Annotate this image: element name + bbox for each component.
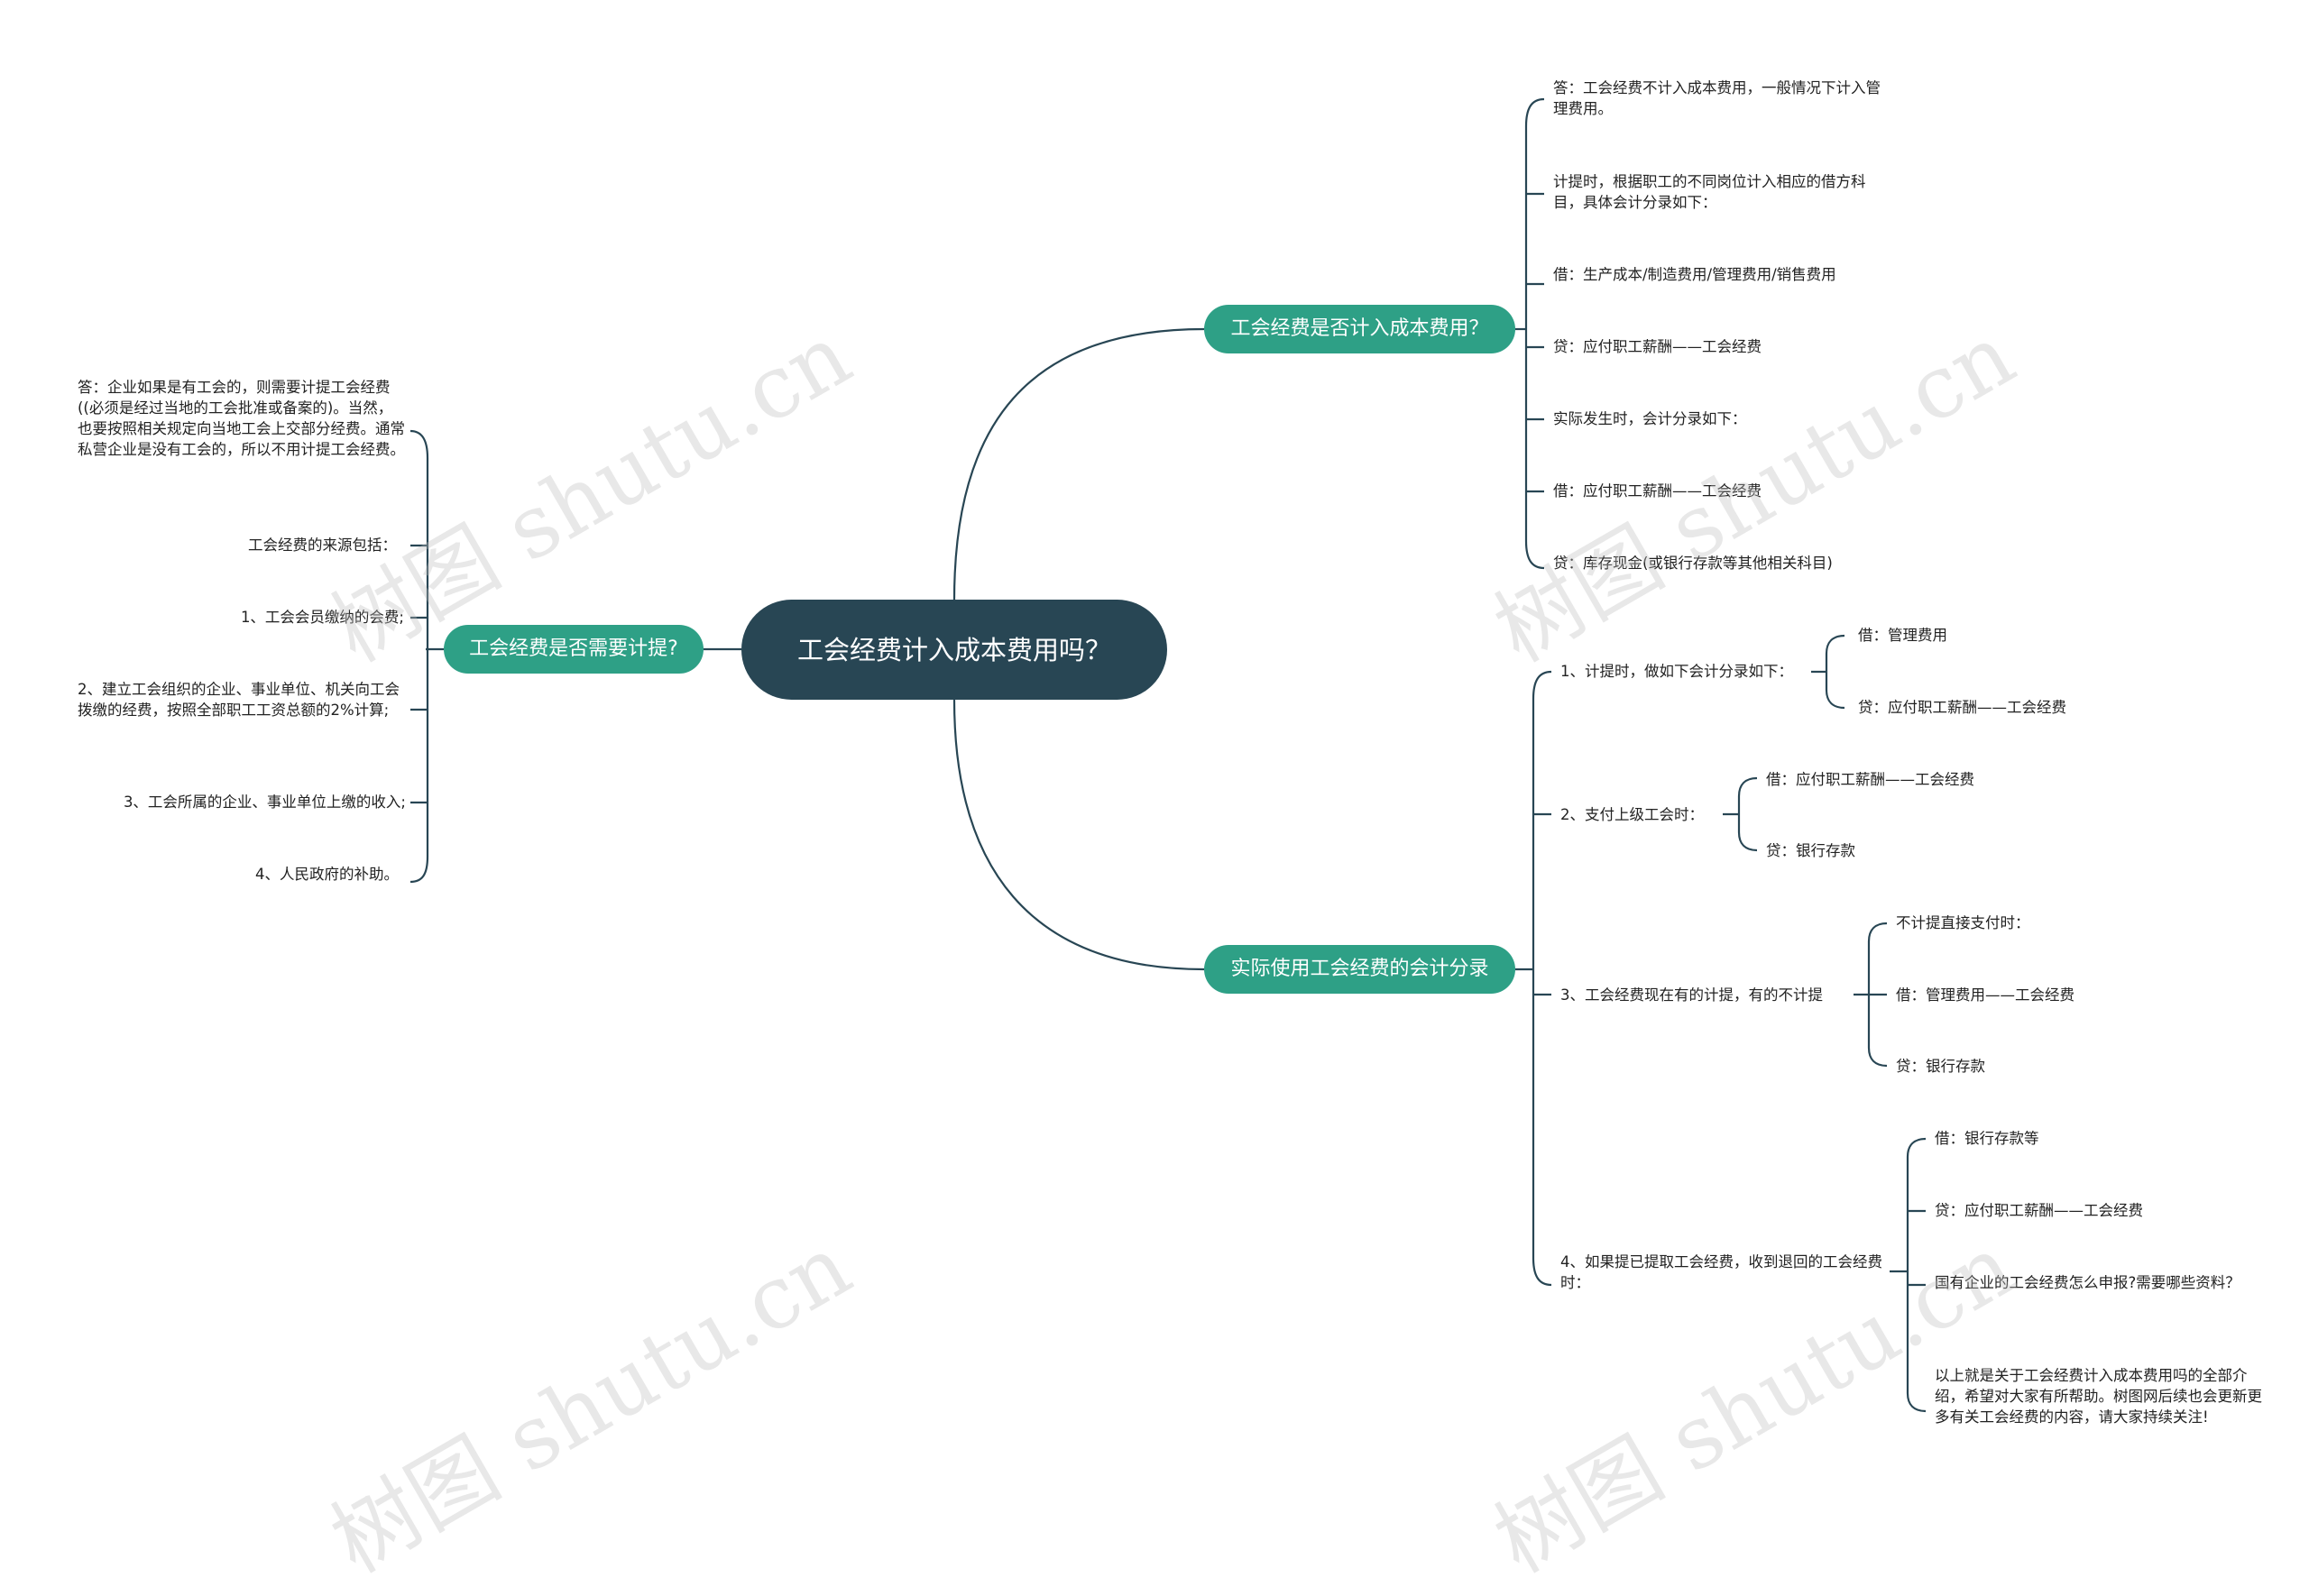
q2-g2-item-2[interactable]: 贷：银行存款	[1766, 842, 1855, 859]
branch-q1-label: 工会经费是否计入成本费用？	[1230, 317, 1489, 340]
q2-g4-item-2[interactable]: 贷：应付职工薪酬——工会经费	[1935, 1202, 2143, 1219]
q2-g3-item-1[interactable]: 不计提直接支付时：	[1896, 914, 2030, 931]
bracket-q1	[1524, 97, 1545, 570]
root-topic[interactable]: 工会经费计入成本费用吗？	[741, 600, 1167, 700]
bracket-q2-tick	[1533, 812, 1551, 996]
bracket-q2-g4	[1890, 1137, 1927, 1413]
q3-leaf-2[interactable]: 工会经费的来源包括：	[248, 537, 397, 554]
q3-leaf-4[interactable]: 2、建立工会组织的企业、事业单位、机关向工会拨缴的经费，按照全部职工工资总额的2…	[78, 681, 400, 719]
q2-group-2[interactable]: 2、支付上级工会时：	[1560, 806, 1704, 823]
connector-root-q1	[952, 327, 1205, 601]
q3-leaf-6[interactable]: 4、人民政府的补助。	[255, 866, 399, 883]
q2-g2-item-1[interactable]: 借：应付职工薪酬——工会经费	[1766, 771, 1974, 788]
q2-g3-item-3[interactable]: 贷：银行存款	[1896, 1058, 1985, 1075]
q2-g1-item-2[interactable]: 贷：应付职工薪酬——工会经费	[1858, 699, 2066, 716]
bracket-q1-tick	[1526, 192, 1544, 493]
q1-leaf-2[interactable]: 计提时，根据职工的不同岗位计入相应的借方科目，具体会计分录如下：	[1553, 173, 1866, 211]
q2-group-3[interactable]: 3、工会经费现在有的计提，有的不计提	[1560, 986, 1823, 1004]
q1-leaf-7[interactable]: 贷：库存现金(或银行存款等其他相关科目)	[1553, 555, 1833, 572]
bracket-q2	[1532, 670, 1552, 1287]
bracket-q3-tick	[410, 544, 428, 804]
q1-leaf-5[interactable]: 实际发生时，会计分录如下：	[1553, 410, 1747, 427]
q1-leaf-1[interactable]: 答：工会经费不计入成本费用，一般情况下计入管理费用。	[1553, 79, 1881, 117]
q1-leaf-3[interactable]: 借：生产成本/制造费用/管理费用/销售费用	[1553, 266, 1836, 283]
branch-q1[interactable]: 工会经费是否计入成本费用？	[1204, 305, 1515, 353]
q2-g4-item-4[interactable]: 以上就是关于工会经费计入成本费用吗的全部介绍，希望对大家有所帮助。树图网后续也会…	[1935, 1367, 2262, 1426]
mind-map-canvas: 工会经费计入成本费用吗？ 工会经费是否计入成本费用？ 实际使用工会经费的会计分录…	[78, 79, 2262, 1592]
q3-leaf-5[interactable]: 3、工会所属的企业、事业单位上缴的收入;	[123, 793, 406, 811]
root-topic-label: 工会经费计入成本费用吗？	[796, 634, 1111, 665]
connector-root-q2	[952, 699, 1205, 971]
branch-q3[interactable]: 工会经费是否需要计提?	[444, 625, 704, 674]
q2-g4-item-3[interactable]: 国有企业的工会经费怎么申报?需要哪些资料？	[1935, 1274, 2240, 1291]
bracket-q2-g4-tick	[1908, 1209, 1926, 1287]
bracket-q2-g2	[1723, 776, 1758, 852]
q2-g1-item-1[interactable]: 借：管理费用	[1858, 627, 1947, 644]
q2-g3-item-2[interactable]: 借：管理费用——工会经费	[1896, 986, 2074, 1004]
q3-leaf-3[interactable]: 1、工会会员缴纳的会费;	[240, 609, 404, 626]
q2-g4-item-1[interactable]: 借：银行存款等	[1935, 1130, 2039, 1147]
q2-group-1[interactable]: 1、计提时，做如下会计分录如下：	[1560, 663, 1793, 680]
q1-leaf-6[interactable]: 借：应付职工薪酬——工会经费	[1553, 482, 1762, 500]
branch-q3-label: 工会经费是否需要计提?	[469, 637, 678, 660]
bracket-q3	[409, 429, 429, 884]
q2-group-4[interactable]: 4、如果提已提取工会经费，收到退回的工会经费时：	[1560, 1253, 1882, 1291]
bracket-q2-g1	[1811, 634, 1845, 710]
q3-leaf-1[interactable]: 答：企业如果是有工会的，则需要计提工会经费((必须是经过当地的工会批准或备案的)…	[78, 379, 405, 458]
branch-q2-label: 实际使用工会经费的会计分录	[1230, 958, 1489, 980]
connector-lines	[409, 97, 1927, 1413]
q1-leaf-4[interactable]: 贷：应付职工薪酬——工会经费	[1553, 338, 1762, 355]
branch-q2[interactable]: 实际使用工会经费的会计分录	[1204, 945, 1515, 994]
